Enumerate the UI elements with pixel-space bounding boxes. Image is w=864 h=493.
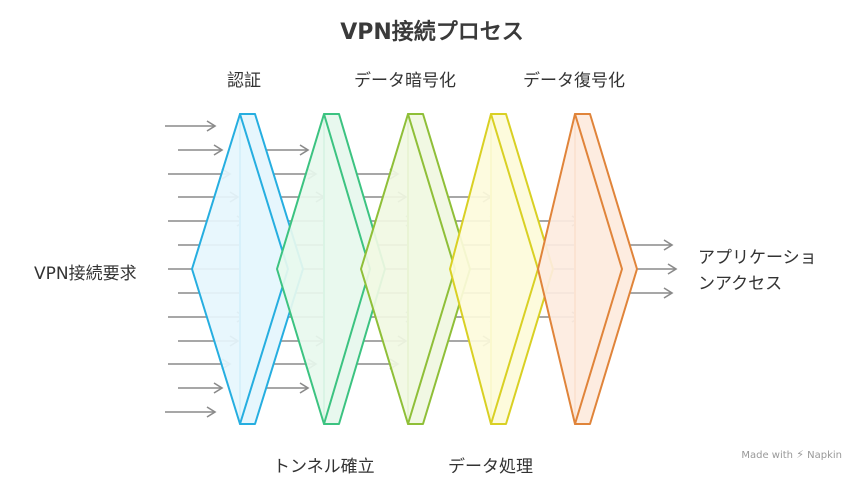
stage-chevron-tunnel-establishment <box>276 113 386 425</box>
stage-chevron-data-decryption <box>537 113 638 425</box>
flow-arrow <box>262 144 310 156</box>
stage-label-data-processing: データ処理 <box>448 457 533 477</box>
stage-chevron-data-processing <box>449 113 554 425</box>
watermark: Made with ⚡ Napkin <box>741 448 842 461</box>
output-arrow <box>628 287 674 299</box>
output-label-line2: ンアクセス <box>698 274 783 294</box>
output-arrow <box>628 239 674 251</box>
stage-chevron-data-encryption <box>360 113 471 425</box>
output-label-line1: アプリケーショ <box>698 248 817 268</box>
input-arrow <box>178 382 224 394</box>
stage-label-authentication: 認証 <box>227 71 261 91</box>
watermark-brand: Napkin <box>807 450 842 461</box>
output-label: アプリケーショ ンアクセス <box>698 245 817 297</box>
flow-arrow <box>262 382 310 394</box>
output-arrow <box>632 263 678 275</box>
input-arrow <box>165 406 217 418</box>
stage-label-data-decryption: データ復号化 <box>523 71 625 91</box>
napkin-bolt-icon: ⚡ <box>796 448 804 461</box>
input-arrow <box>178 144 224 156</box>
stage-label-data-encryption: データ暗号化 <box>354 71 456 91</box>
stage-label-tunnel-establishment: トンネル確立 <box>273 457 375 477</box>
input-arrow <box>165 120 217 132</box>
input-label: VPN接続要求 <box>34 264 137 284</box>
watermark-prefix: Made with <box>741 450 794 461</box>
diagram-title: VPN接続プロセス <box>340 20 524 45</box>
stage-chevron-authentication <box>191 113 304 425</box>
